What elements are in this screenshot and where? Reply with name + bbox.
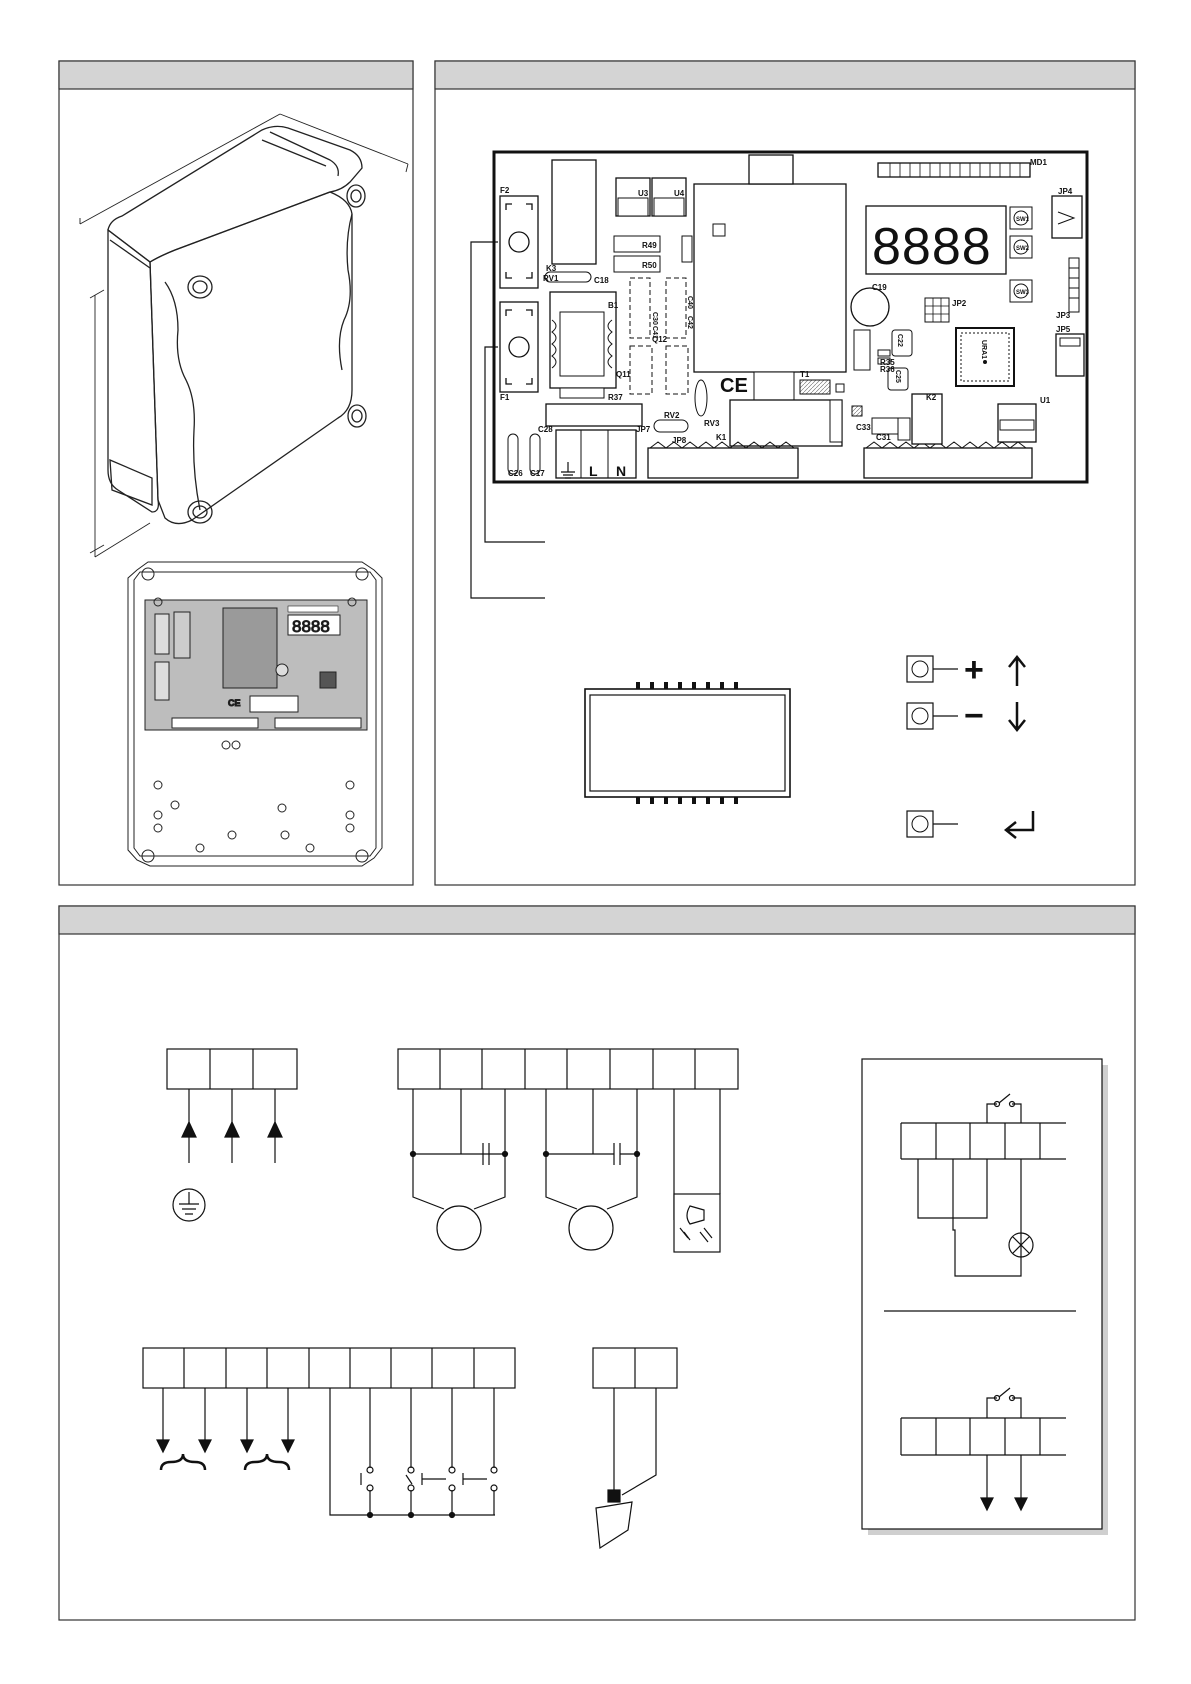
- label-sw3: SW3: [1016, 290, 1030, 296]
- arrow-down-icon: [1009, 702, 1025, 730]
- label-c30: C30: [651, 312, 658, 325]
- label-rv2: RV2: [664, 411, 680, 420]
- module-main: [694, 184, 846, 372]
- key-plus-up: +: [907, 651, 1025, 689]
- label-r49: R49: [642, 241, 657, 250]
- thumbnail-display-digits: 8888: [292, 617, 330, 636]
- label-b1: B1: [608, 301, 619, 310]
- capacitor-c19: [851, 288, 889, 326]
- label-c26: C26: [508, 469, 523, 478]
- terminal-l-label: L: [589, 463, 598, 479]
- minus-symbol: −: [964, 697, 984, 735]
- terminal-strip-right: [864, 448, 1032, 478]
- terminal-n-label: N: [616, 463, 626, 479]
- label-f2: F2: [500, 186, 510, 195]
- panel-control-board-header: [435, 61, 1135, 89]
- wiring-power-supply: [167, 1049, 297, 1221]
- label-u1: U1: [1040, 396, 1051, 405]
- enter-icon: [1006, 811, 1033, 838]
- thumbnail-ce-mark: CE: [228, 698, 241, 708]
- label-k3: K3: [546, 264, 557, 273]
- varistor-rv2: [654, 420, 688, 432]
- panel-wiring-header: [59, 906, 1135, 934]
- wiring-antenna: [593, 1348, 677, 1548]
- flashing-lamp-icon: [674, 1194, 720, 1252]
- label-ura1: URA1: [980, 340, 987, 359]
- label-rv3: RV3: [704, 419, 720, 428]
- label-k1: K1: [716, 433, 727, 442]
- wiring-accessories-commands: [143, 1348, 515, 1518]
- connector-jp3: [1069, 258, 1079, 312]
- enclosure-dimension-lines: [80, 114, 408, 557]
- label-c25: C25: [894, 370, 901, 383]
- label-u3: U3: [638, 189, 649, 198]
- label-c19: C19: [872, 283, 887, 292]
- label-jp4: JP4: [1058, 187, 1073, 196]
- motor-2-icon: [569, 1206, 613, 1250]
- label-c42: C42: [686, 316, 693, 329]
- label-k2: K2: [926, 393, 937, 402]
- label-t1: T1: [800, 370, 810, 379]
- label-r37: R37: [608, 393, 623, 402]
- label-jp3: JP3: [1056, 311, 1071, 320]
- label-c28: C28: [538, 425, 553, 434]
- connector-jp4: [1052, 196, 1082, 238]
- ce-mark: CE: [720, 375, 748, 397]
- panel-control-board: CE L N 8888: [435, 61, 1135, 885]
- label-u4: U4: [674, 189, 685, 198]
- jumper-jp2: [925, 298, 949, 322]
- relay-k3: [552, 160, 596, 264]
- antenna-icon: [596, 1502, 632, 1548]
- label-c40: C40: [686, 296, 693, 309]
- label-md1: MD1: [1030, 158, 1047, 167]
- enclosure-top-view: 8888 CE: [128, 562, 382, 866]
- panel-wiring: [59, 906, 1135, 1620]
- label-c33: C33: [856, 423, 871, 432]
- label-r36: R36: [880, 365, 895, 374]
- label-rv1: RV1: [543, 274, 559, 283]
- terminal-jp8: [648, 448, 798, 478]
- label-jp7: JP7: [636, 425, 651, 434]
- key-enter: [907, 811, 1033, 838]
- label-c31: C31: [876, 433, 891, 442]
- enclosure-isometric-drawing: [108, 126, 366, 523]
- label-c41: C41: [651, 326, 658, 339]
- label-sw1: SW1: [1016, 217, 1030, 223]
- transformer-t1: [730, 400, 842, 446]
- panel-enclosure-header: [59, 61, 413, 89]
- plus-symbol: +: [964, 651, 984, 689]
- motor-1-icon: [437, 1206, 481, 1250]
- label-c18: C18: [594, 276, 609, 285]
- label-c22: C22: [896, 334, 903, 347]
- wiring-options-box: [862, 1059, 1108, 1535]
- label-jp5: JP5: [1056, 325, 1071, 334]
- display-digits: 8888: [872, 218, 992, 276]
- arrow-up-icon: [1009, 657, 1025, 686]
- label-r50: R50: [642, 261, 657, 270]
- label-c17: C17: [530, 469, 545, 478]
- label-q11: Q11: [616, 370, 631, 379]
- lcd-module-drawing: [585, 682, 790, 804]
- label-f1: F1: [500, 393, 510, 402]
- label-jp8: JP8: [672, 436, 687, 445]
- panel-enclosure: 8888 CE: [59, 61, 413, 885]
- label-jp2: JP2: [952, 299, 967, 308]
- label-sw2: SW2: [1016, 246, 1030, 252]
- key-minus-down: −: [907, 697, 1025, 735]
- wiring-motors: [398, 1049, 738, 1252]
- connector-md1: [878, 163, 1030, 177]
